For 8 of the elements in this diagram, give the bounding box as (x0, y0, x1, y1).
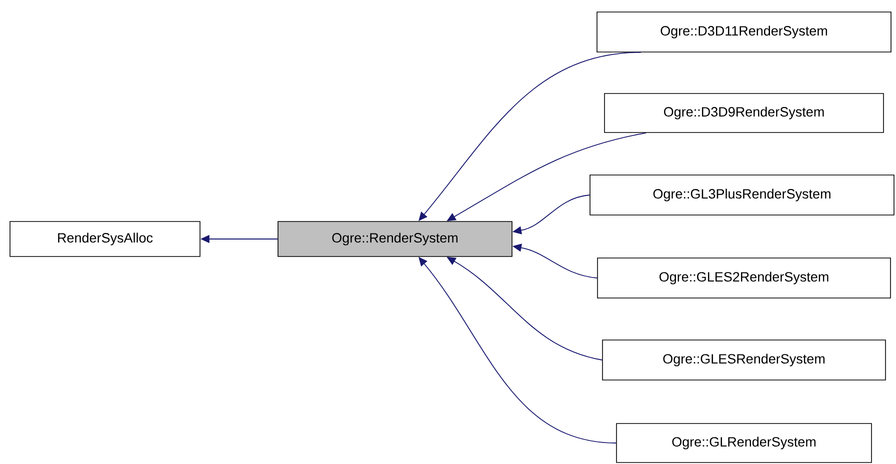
class-box: Ogre::GLRenderSystem (616, 423, 872, 463)
class-box: Ogre::GLES2RenderSystem (597, 258, 891, 298)
class-box: Ogre::D3D11RenderSystem (596, 12, 892, 52)
class-box: Ogre::RenderSystem (278, 221, 512, 257)
class-box: Ogre::D3D9RenderSystem (604, 93, 884, 133)
class-box: RenderSysAlloc (10, 221, 200, 257)
class-box: Ogre::GL3PlusRenderSystem (590, 174, 894, 216)
class-box: Ogre::GLESRenderSystem (602, 340, 886, 380)
